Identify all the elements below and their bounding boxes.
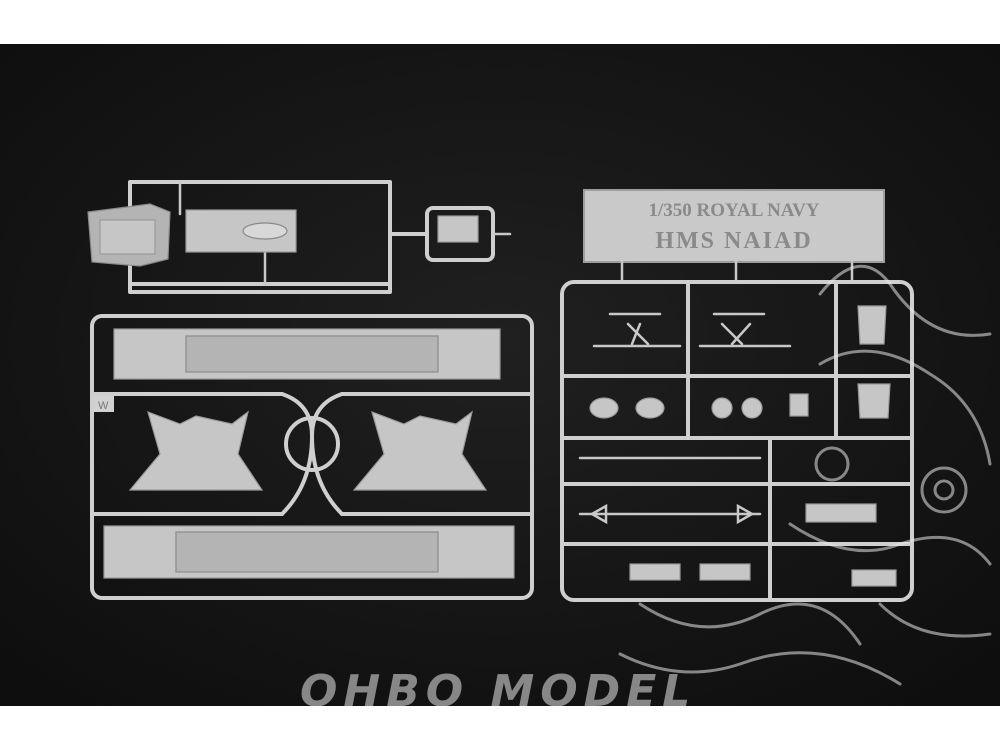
watermark-text: OHBO MODEL xyxy=(300,666,696,706)
sprue-letter-w: W xyxy=(98,400,109,412)
small-sprue-top xyxy=(87,180,512,294)
detail-sprue xyxy=(560,280,914,602)
octopus-mascot-icon xyxy=(618,264,992,686)
nameplate: 1/350 ROYAL NAVY HMS NAIAD xyxy=(583,189,885,284)
nameplate-line1: 1/350 ROYAL NAVY xyxy=(648,200,819,221)
kit-photo: W 1/350 ROYAL NAVY HMS NAIAD xyxy=(0,44,1000,706)
nameplate-line2: HMS NAIAD xyxy=(655,228,812,254)
large-sprue-w: W xyxy=(90,314,534,600)
sprue-illustration: W 1/350 ROYAL NAVY HMS NAIAD xyxy=(0,44,1000,706)
